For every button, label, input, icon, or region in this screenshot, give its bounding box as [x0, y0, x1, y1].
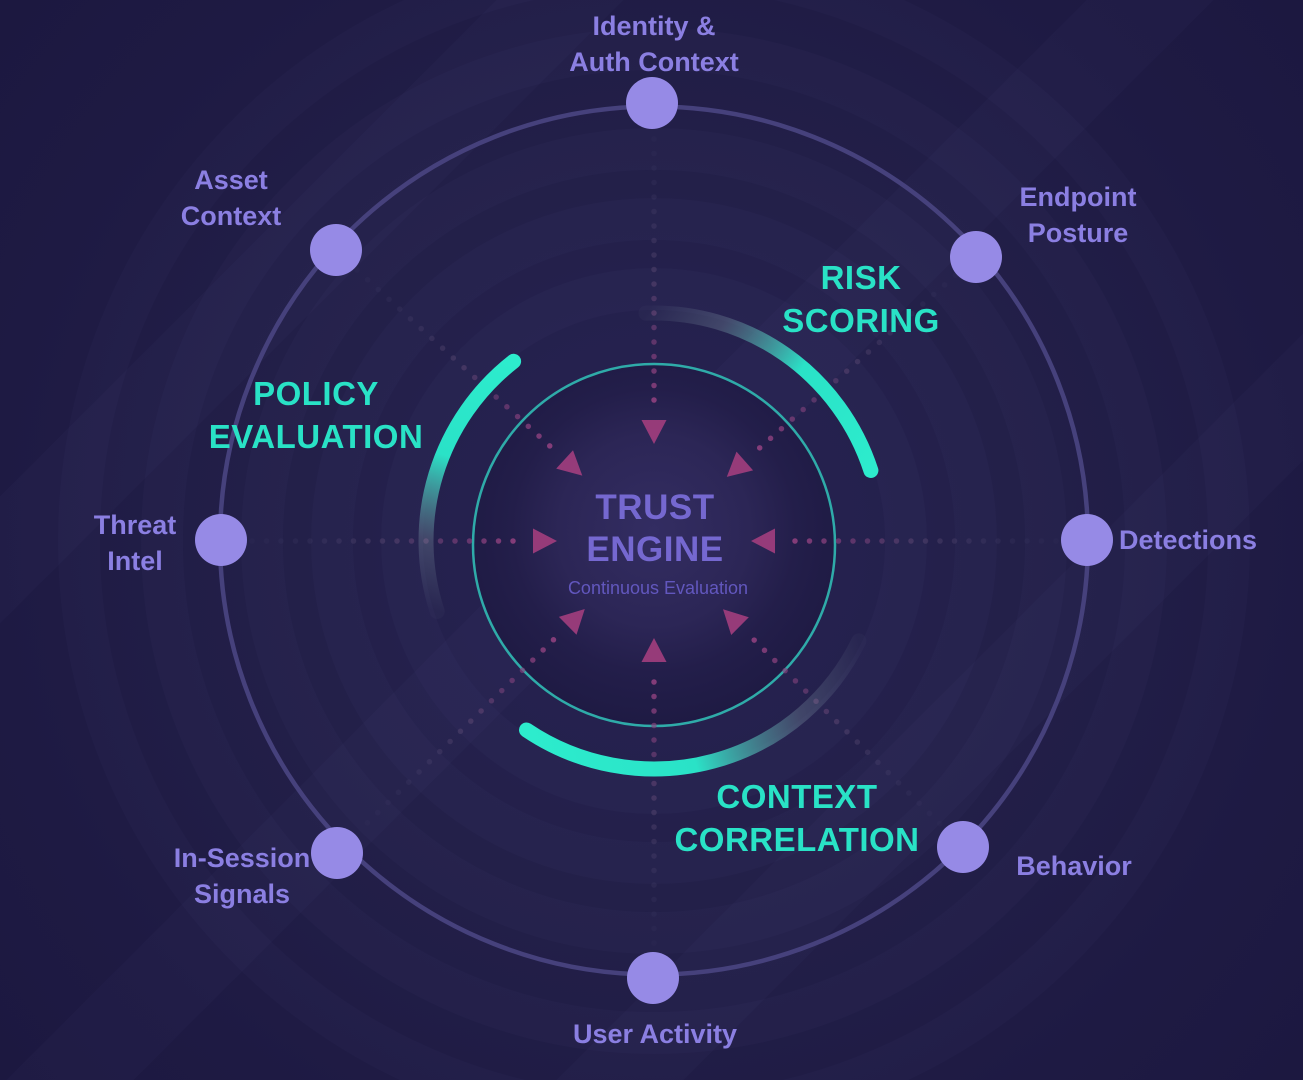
dotted-ray-southeast	[742, 628, 943, 827]
arc-policy-evaluation	[418, 353, 522, 619]
arrow-northwest-icon	[556, 450, 583, 476]
inward-arrows	[533, 420, 775, 662]
node-threat-intel	[195, 514, 247, 566]
label-context-correlation: CONTEXT CORRELATION	[674, 778, 920, 858]
dotted-ray-northeast	[747, 272, 959, 460]
arc-context-correlation	[519, 633, 867, 777]
arc-risk-scoring	[638, 305, 879, 478]
label-behavior: Behavior	[1016, 851, 1132, 881]
hub-disc	[474, 365, 834, 725]
hub-title: TRUST ENGINE	[586, 488, 724, 569]
label-endpoint-posture: Endpoint Posture	[1019, 182, 1137, 248]
arrow-southeast-icon	[723, 609, 749, 635]
arrow-west-icon	[533, 528, 557, 554]
arrow-southwest-icon	[558, 609, 585, 635]
label-detections: Detections	[1118, 525, 1258, 555]
label-identity-auth: Identity & Auth Context	[569, 11, 739, 77]
arrow-east-icon	[751, 528, 775, 554]
node-in-session-signals	[311, 827, 363, 879]
dotted-ray-northwest	[354, 267, 563, 458]
arrow-north-icon	[641, 420, 667, 444]
label-user-activity: User Activity	[572, 1019, 738, 1049]
label-in-session-signals: In-Session Signals	[173, 843, 311, 909]
dotted-feed-rays	[249, 136, 1059, 946]
node-identity-auth	[626, 77, 678, 129]
hub-subtitle: Continuous Evaluation	[567, 578, 749, 598]
node-behavior	[937, 821, 989, 873]
signal-nodes	[195, 77, 1113, 1004]
node-endpoint-posture	[950, 231, 1002, 283]
arrow-south-icon	[641, 638, 667, 662]
node-detections	[1061, 514, 1113, 566]
dotted-ray-southwest	[364, 627, 566, 826]
arrow-northeast-icon	[726, 451, 754, 477]
label-threat-intel: Threat Intel	[93, 510, 177, 576]
node-asset-context	[310, 224, 362, 276]
node-user-activity	[627, 952, 679, 1004]
label-asset-context: Asset Context	[180, 165, 282, 231]
label-policy-evaluation: POLICY EVALUATION	[208, 375, 424, 455]
label-risk-scoring: RISK SCORING	[782, 259, 940, 339]
stage-arcs	[418, 305, 879, 777]
